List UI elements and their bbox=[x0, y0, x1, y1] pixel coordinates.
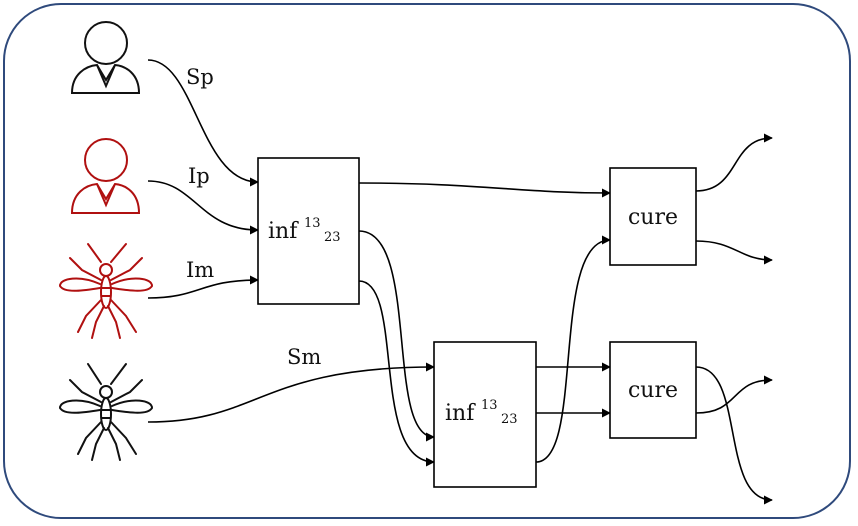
wires bbox=[147, 59, 773, 505]
wire-cure-bottom-out-b bbox=[695, 366, 773, 505]
label-ip: Ip bbox=[188, 164, 210, 188]
label-sp: Sp bbox=[186, 65, 214, 89]
wire-inf-bottom-to-cure-top bbox=[535, 235, 611, 463]
wire-cure-bottom-out-a bbox=[695, 375, 773, 414]
susceptible-mosquito-icon bbox=[58, 363, 154, 461]
wire-sp-to-inf-top bbox=[147, 59, 259, 187]
wire-inf-top-to-inf-bottom-b bbox=[358, 280, 435, 467]
infected-person-icon bbox=[70, 138, 141, 214]
infected-mosquito-icon bbox=[58, 243, 154, 339]
infection-box-top: inf 13 23 bbox=[257, 157, 360, 305]
infection-box-bottom-sup: 13 bbox=[481, 398, 498, 413]
infection-box-top-sup: 13 bbox=[304, 216, 321, 231]
wire-cure-top-out-a bbox=[695, 133, 773, 192]
cure-box-top-label: cure bbox=[628, 205, 678, 230]
wire-cure-top-out-b bbox=[695, 240, 773, 265]
cure-box-bottom-label: cure bbox=[628, 378, 678, 403]
wire-inf-top-to-cure-top bbox=[358, 182, 611, 198]
label-im: Im bbox=[186, 258, 214, 282]
infection-box-bottom-sub: 23 bbox=[501, 412, 518, 427]
cure-box-top: cure bbox=[609, 167, 697, 266]
infection-box-bottom: inf 13 23 bbox=[433, 341, 537, 488]
wire-ip-to-inf-top bbox=[147, 180, 259, 235]
cure-box-bottom: cure bbox=[609, 341, 697, 439]
infection-box-top-sub: 23 bbox=[324, 230, 341, 245]
susceptible-person-icon bbox=[70, 21, 141, 94]
wire-im-to-inf-top bbox=[147, 275, 259, 299]
wire-inf-top-to-inf-bottom-a bbox=[358, 230, 435, 442]
wire-sm-to-inf-bottom bbox=[147, 362, 435, 423]
infection-box-bottom-label: inf bbox=[445, 401, 476, 426]
diagram-frame bbox=[3, 3, 851, 519]
label-sm: Sm bbox=[287, 345, 321, 369]
infection-box-top-label: inf bbox=[268, 219, 299, 244]
